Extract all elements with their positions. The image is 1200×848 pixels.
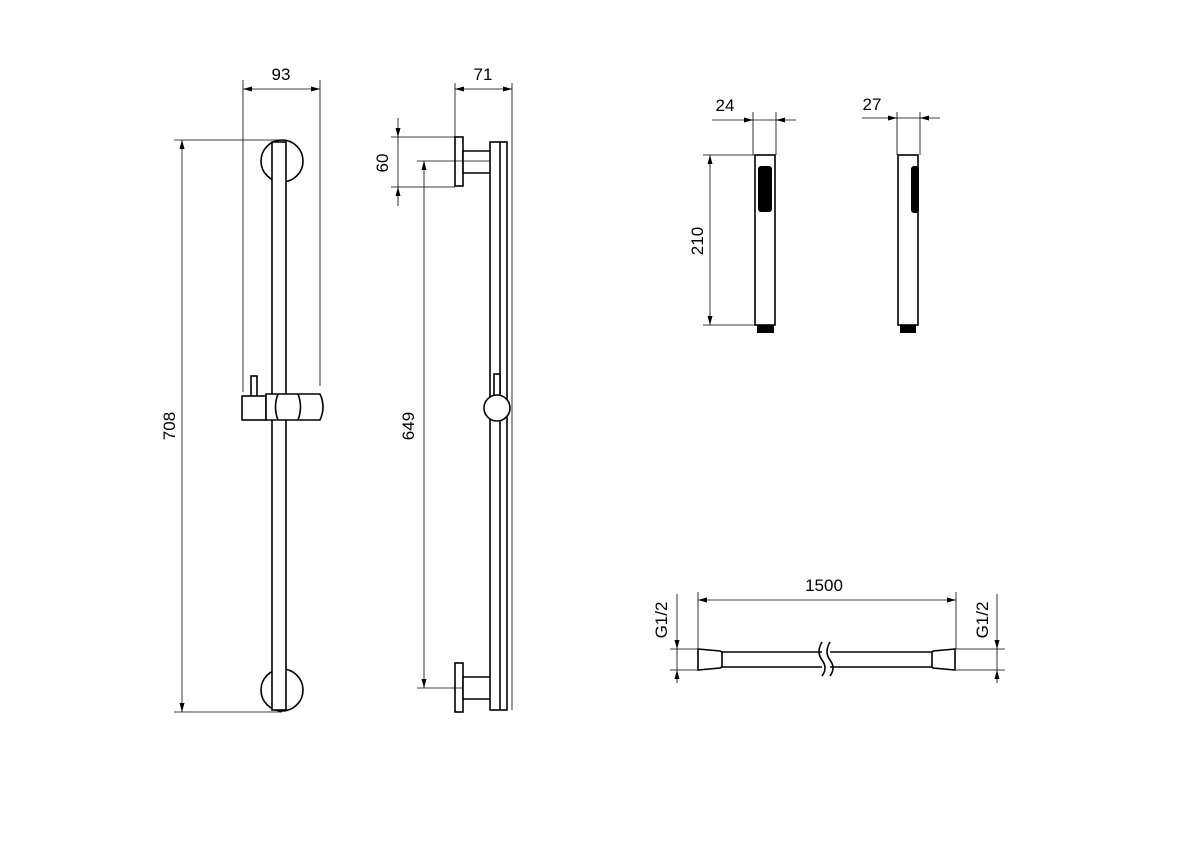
dim-label-g12-left: G1/2 <box>652 602 671 639</box>
dim-label-93: 93 <box>272 65 291 84</box>
handshower-side-view: 27 <box>862 95 940 333</box>
hose-break-right <box>826 641 834 677</box>
hose-nut-left <box>697 648 723 671</box>
dim-label-27: 27 <box>863 95 882 114</box>
top-bracket-plate <box>454 136 464 187</box>
dim-rail-width: 93 <box>242 65 321 392</box>
dim-rail-height: 708 <box>160 139 282 713</box>
dim-label-649: 649 <box>399 412 418 440</box>
hose-connector <box>757 325 774 333</box>
rail-bar-side <box>489 141 508 711</box>
dim-label-210: 210 <box>688 227 707 255</box>
dim-bracket-centers: 649 <box>399 160 490 689</box>
rail-front-view: 93 708 <box>160 65 324 713</box>
slider-holder <box>241 375 324 421</box>
rail-side-view: 71 60 649 <box>373 65 513 713</box>
hose-nut-right <box>931 648 956 671</box>
dim-label-1500: 1500 <box>805 576 843 595</box>
dim-rail-depth: 71 <box>454 65 513 710</box>
handshower-front-view: 24 210 <box>688 96 796 333</box>
dim-handshower-width: 24 <box>712 96 796 155</box>
dim-label-g12-right: G1/2 <box>973 602 992 639</box>
dim-handshower-height: 210 <box>688 154 755 326</box>
dim-label-60: 60 <box>373 154 392 173</box>
dim-hose-length: 1500 <box>697 576 957 649</box>
rail-bar <box>271 141 287 711</box>
slider-body <box>483 394 511 422</box>
dim-thread-right: G1/2 <box>956 594 1005 683</box>
bottom-bracket-plate <box>454 662 464 713</box>
dim-label-708: 708 <box>160 412 179 440</box>
dim-thread-left: G1/2 <box>652 594 698 683</box>
spray-face <box>758 166 772 212</box>
dim-label-71: 71 <box>474 65 493 84</box>
hose-break-left <box>818 641 826 677</box>
shower-hose-view: 1500 G1/2 G1/2 <box>652 576 1005 683</box>
dim-handshower-side-width: 27 <box>862 95 940 155</box>
dim-label-24: 24 <box>716 96 735 115</box>
dim-bracket-height: 60 <box>373 118 455 206</box>
hose-connector-side <box>900 325 916 333</box>
spray-face-side <box>911 166 919 213</box>
